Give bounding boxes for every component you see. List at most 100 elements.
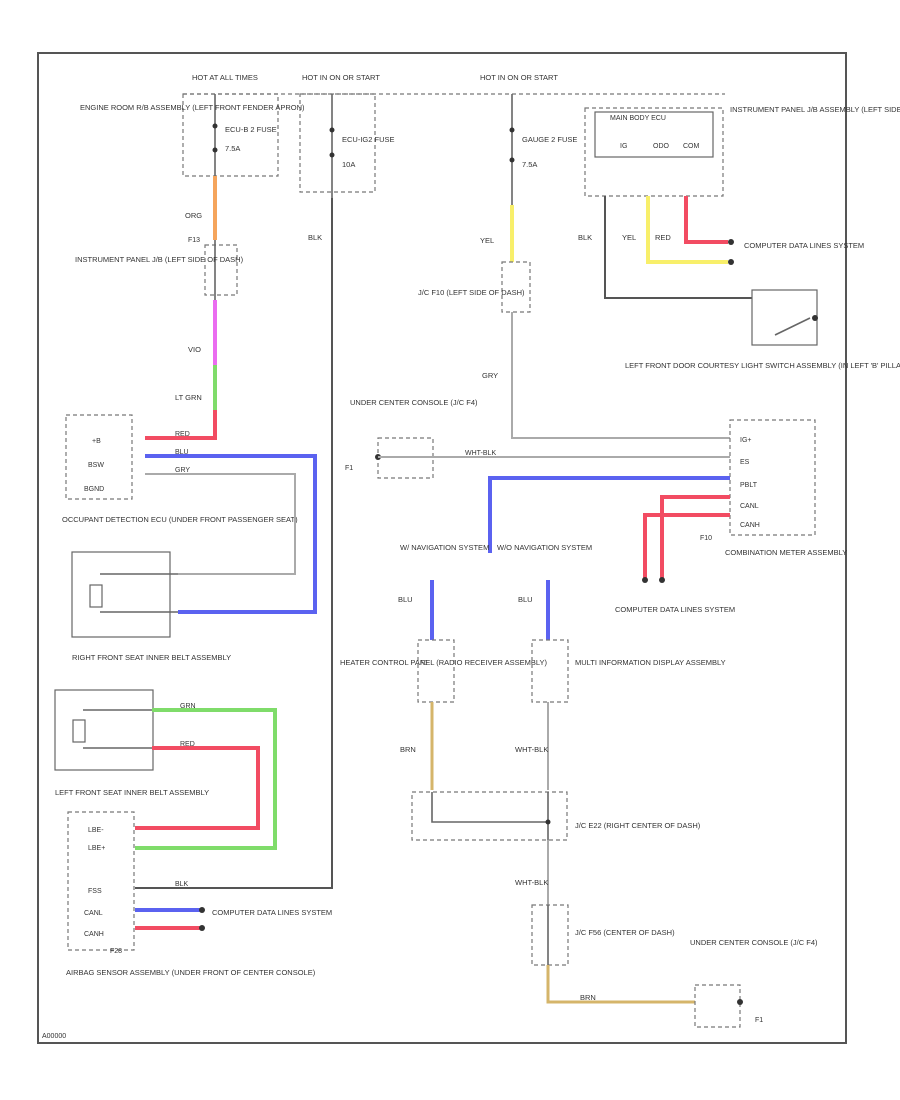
- airbag-pin-canh: CANH: [84, 931, 104, 938]
- wire-blk-fss-label: BLK: [308, 233, 322, 242]
- jb-pin-odo: ODO: [653, 143, 670, 150]
- fuse-block-3: HOT IN ON OR START GAUGE 2 FUSE 7.5A: [480, 73, 577, 205]
- fuse3-name: GAUGE 2 FUSE: [522, 135, 577, 144]
- heater-panel-label: HEATER CONTROL PANEL (RADIO RECEIVER ASS…: [340, 658, 547, 667]
- wire-vio-label: VIO: [188, 345, 201, 354]
- airbag-pin-fss: FSS: [88, 888, 102, 895]
- jc-center-label: J/C F56 (CENTER OF DASH): [575, 928, 675, 937]
- wire-brn-console: [546, 965, 695, 1004]
- ip-jb-left-box: [204, 244, 238, 296]
- door-switch-label: LEFT FRONT DOOR COURTESY LIGHT SWITCH AS…: [625, 361, 900, 370]
- computer-data-mid-label: COMPUTER DATA LINES SYSTEM: [615, 605, 735, 614]
- under-console-top-label: UNDER CENTER CONSOLE (J/C F4): [350, 398, 478, 407]
- fuse2-name: ECU-IG2 FUSE: [342, 135, 395, 144]
- wire-red-left-belt: [135, 746, 260, 830]
- nav-w-label: W/ NAVIGATION SYSTEM: [400, 543, 489, 552]
- conn-f1-bottom: F1: [755, 1017, 763, 1024]
- airbag-pin-canl: CANL: [84, 910, 103, 917]
- occ-pin-b: +B: [92, 438, 101, 445]
- meter-label: COMBINATION METER ASSEMBLY: [725, 548, 847, 557]
- wire-grn-left-label: GRN: [180, 703, 196, 710]
- jc-left-label: J/C F10 (LEFT SIDE OF DASH): [418, 288, 525, 297]
- wire-blu-belt: [145, 454, 317, 614]
- combination-meter: IG+ ES PBLT CANL CANH F10 COMBINATION ME…: [700, 419, 847, 557]
- right-belt-label: RIGHT FRONT SEAT INNER BELT ASSEMBLY: [72, 653, 231, 662]
- wire-ltgrn-label: LT GRN: [175, 393, 202, 402]
- wire-blk-fss-label-2: BLK: [175, 881, 189, 888]
- occ-pin-bsw: BSW: [88, 462, 104, 469]
- wire-gry-meter: [511, 312, 730, 439]
- nav-wo-label: W/O NAVIGATION SYSTEM: [497, 543, 592, 552]
- wire-grn-left-belt: [135, 708, 277, 850]
- airbag-pin-lbe-pos: LBE+: [88, 845, 105, 852]
- conn-f28: F28: [110, 948, 122, 955]
- multi-display: MULTI INFORMATION DISPLAY ASSEMBLY: [531, 639, 726, 703]
- wire-yel-comp-label: YEL: [622, 233, 636, 242]
- wire-red-occ-label: RED: [175, 431, 190, 438]
- fuse2-header: HOT IN ON OR START: [302, 73, 380, 82]
- left-belt-label: LEFT FRONT SEAT INNER BELT ASSEMBLY: [55, 788, 209, 797]
- footer-code: A00000: [42, 1033, 66, 1040]
- wire-blk-fss: [135, 198, 333, 889]
- jc-right-center-label: J/C E22 (RIGHT CENTER OF DASH): [575, 821, 701, 830]
- ip-jb-right: MAIN BODY ECU IG ODO COM INSTRUMENT PANE…: [584, 105, 900, 197]
- wire-org-label: ORG: [185, 211, 202, 220]
- wire-blu-meter: [488, 476, 730, 553]
- jc-center: J/C F56 (CENTER OF DASH): [531, 904, 675, 966]
- conn-f10: F10: [700, 535, 712, 542]
- wire-gry-belt-label: GRY: [175, 467, 190, 474]
- wire-blu-belt-label: BLU: [175, 449, 189, 456]
- wire-whtblk-jc-label: WHT-BLK: [515, 878, 548, 887]
- wire-red-occupant: [145, 410, 217, 440]
- computer-data-top-label: COMPUTER DATA LINES SYSTEM: [744, 241, 864, 250]
- ip-jb-left-label: INSTRUMENT PANEL J/B (LEFT SIDE OF DASH): [75, 255, 244, 264]
- under-console-bottom-label: UNDER CENTER CONSOLE (J/C F4): [690, 938, 818, 947]
- fuse1-header: HOT AT ALL TIMES: [192, 73, 258, 82]
- wire-red-meter-2: [643, 513, 730, 578]
- wire-blk-door-label: BLK: [578, 233, 592, 242]
- ip-jb-right-label: INSTRUMENT PANEL J/B ASSEMBLY (LEFT SIDE…: [730, 105, 900, 114]
- right-seat-belt: RIGHT FRONT SEAT INNER BELT ASSEMBLY: [71, 551, 231, 662]
- fuse1-name: ECU-B 2 FUSE: [225, 125, 277, 134]
- jb-pin-main: MAIN BODY ECU: [610, 115, 666, 122]
- multi-display-label: MULTI INFORMATION DISPLAY ASSEMBLY: [575, 658, 726, 667]
- meter-pin-canl: CANL: [740, 503, 759, 510]
- airbag-pin-lbe-neg: LBE-: [88, 827, 104, 834]
- under-console-top: F1 UNDER CENTER CONSOLE (J/C F4): [345, 398, 478, 479]
- wire-brn-heater-label: BRN: [400, 745, 416, 754]
- wire-red-left-label: RED: [180, 741, 195, 748]
- wire-blu-display-label: BLU: [518, 595, 533, 604]
- fuse3-header: HOT IN ON OR START: [480, 73, 558, 82]
- wire-red-meter-1: [660, 495, 730, 578]
- jb-pin-ig: IG: [620, 143, 627, 150]
- meter-pin-ig: IG+: [740, 437, 751, 444]
- wire-blu-heater-label: BLU: [398, 595, 413, 604]
- wire-red-computer: [684, 196, 728, 244]
- wire-whtblk-display-label: WHT-BLK: [515, 745, 548, 754]
- engine-room-label: ENGINE ROOM R/B ASSEMBLY (LEFT FRONT FEN…: [80, 103, 305, 112]
- conn-heater: F1: [420, 660, 428, 667]
- wire-yel-computer: [646, 196, 728, 264]
- wire-red-comp-label: RED: [655, 233, 671, 242]
- wire-whtblk-label: WHT-BLK: [465, 450, 496, 457]
- computer-data-bottom-label: COMPUTER DATA LINES SYSTEM: [212, 908, 332, 917]
- meter-pin-pblt: PBLT: [740, 482, 758, 489]
- occupant-ecu: +B BSW BGND OCCUPANT DETECTION ECU (UNDE…: [62, 414, 298, 524]
- fuse2-rating: 10A: [342, 160, 355, 169]
- under-console-bottom: F1 UNDER CENTER CONSOLE (J/C F4): [690, 938, 818, 1028]
- jb-pin-com: COM: [683, 143, 700, 150]
- jc-right-center: J/C E22 (RIGHT CENTER OF DASH): [411, 791, 701, 841]
- wire-brn-console-label: BRN: [580, 993, 596, 1002]
- airbag-sensor: LBE- LBE+ FSS CANL CANH F28 AIRBAG SENSO…: [66, 811, 316, 977]
- occupant-ecu-label: OCCUPANT DETECTION ECU (UNDER FRONT PASS…: [62, 515, 298, 524]
- meter-pin-canh: CANH: [740, 522, 760, 529]
- door-switch: LEFT FRONT DOOR COURTESY LIGHT SWITCH AS…: [625, 289, 900, 370]
- occ-pin-bgnd: BGND: [84, 486, 104, 493]
- left-seat-belt: LEFT FRONT SEAT INNER BELT ASSEMBLY: [54, 689, 209, 797]
- fuse-block-2: HOT IN ON OR START ECU-IG2 FUSE 10A: [299, 73, 395, 198]
- jc-left-box: [501, 261, 531, 313]
- conn-f1-top: F1: [345, 465, 353, 472]
- fuse3-rating: 7.5A: [522, 160, 537, 169]
- wire-yel-label: YEL: [480, 236, 494, 245]
